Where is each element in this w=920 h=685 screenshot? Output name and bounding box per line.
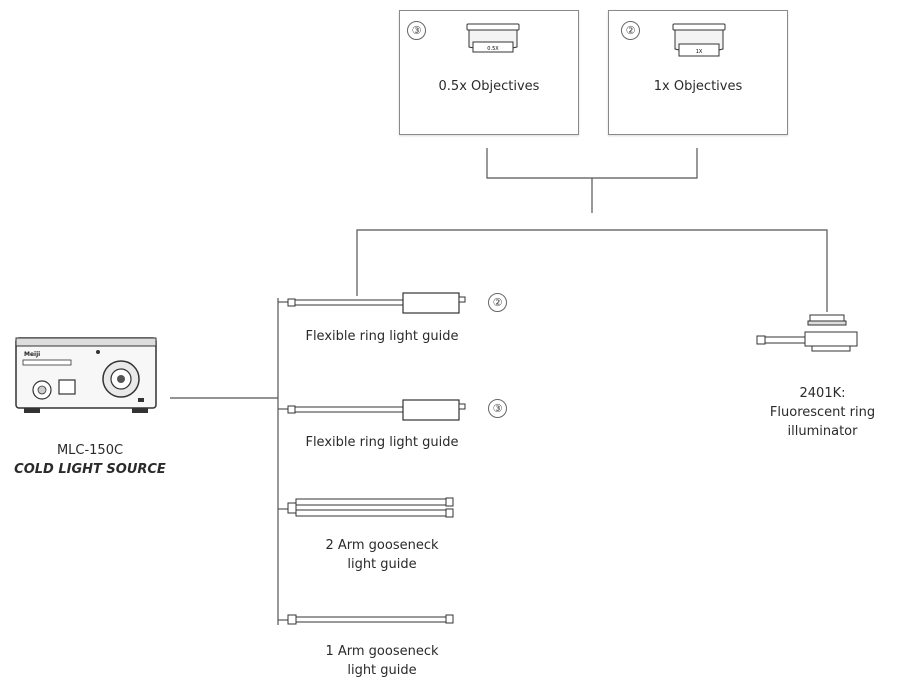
lens-marking: 1X [696,49,703,55]
cold-light-source-device[interactable]: Meiji [14,330,164,422]
light-source-name: COLD LIGHT SOURCE [14,462,166,477]
objective-lens-icon: 1X [672,23,726,57]
two-arm-gooseneck-icon[interactable] [286,495,466,523]
one-arm-gooseneck-icon[interactable] [286,609,466,631]
illuminator-model: 2401K: [799,386,846,401]
guide-label-line1: 1 Arm gooseneck [325,644,439,659]
objective-label: 1x Objectives [653,79,743,94]
quantity-badge: ③ [488,399,507,418]
flexible-ring-light-guide-icon[interactable] [286,290,476,318]
fluorescent-ring-illuminator-icon[interactable] [755,312,865,362]
light-source-model: MLC-150C [56,443,124,458]
objective-label: 0.5x Objectives [438,79,540,94]
flexible-ring-light-guide-icon[interactable] [286,397,476,425]
quantity-badge: ② [488,293,507,312]
lens-marking: 0.5X [487,46,499,52]
objective-lens-icon: 0.5X [466,23,520,53]
top-bus-line [356,229,828,312]
illuminator-name: Fluorescent ring illuminator [769,405,876,439]
quantity-badge: ③ [407,21,426,40]
guide-label-line2: light guide [347,663,417,678]
objectives-bracket [486,148,698,179]
guide-label: Flexible ring light guide [305,329,459,344]
objective-box-05x[interactable]: ③ 0.5X 0.5x Objectives [399,10,579,135]
guide-label-line1: 2 Arm gooseneck [325,538,439,553]
objective-box-1x[interactable]: ② 1X 1x Objectives [608,10,788,135]
guide-label-line2: light guide [347,557,417,572]
guide-label: Flexible ring light guide [305,435,459,450]
quantity-badge: ② [621,21,640,40]
device-brand: Meiji [24,351,40,358]
